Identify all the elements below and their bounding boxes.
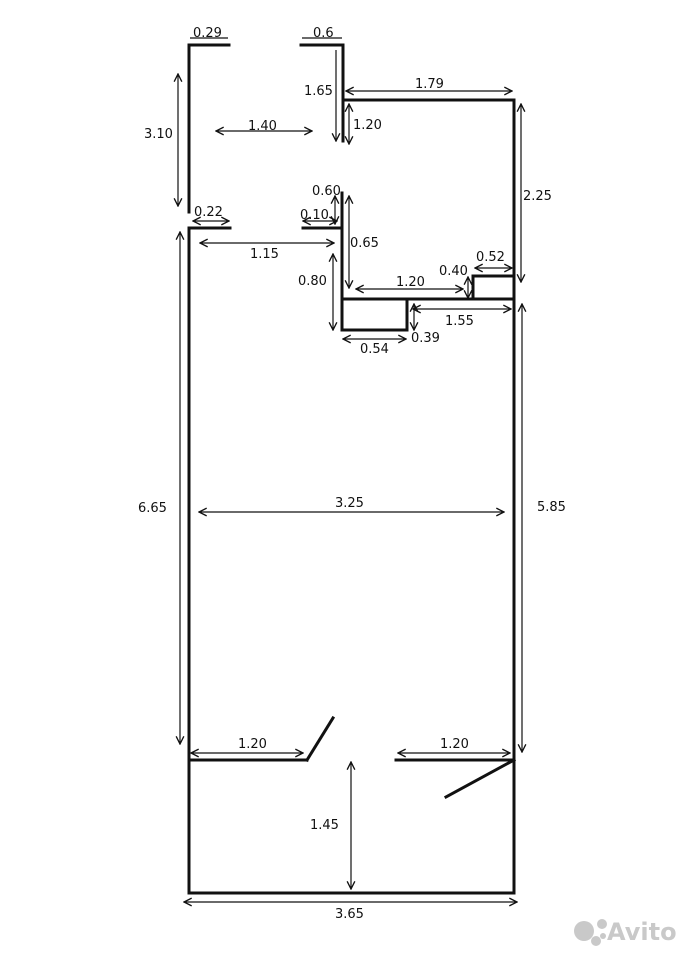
wall-box-054 — [340, 297, 409, 332]
label-325: 3.25 — [335, 496, 364, 511]
label-365: 3.65 — [335, 907, 364, 922]
label-080: 0.80 — [298, 274, 327, 289]
dimension-lines — [178, 37, 522, 902]
label-165: 1.65 — [304, 84, 333, 99]
label-140: 1.40 — [248, 119, 277, 134]
label-065: 0.65 — [350, 236, 379, 251]
door-leaf-right — [443, 757, 517, 800]
label-115: 1.15 — [250, 247, 279, 262]
label-155: 1.55 — [445, 314, 474, 329]
label-052: 0.52 — [476, 250, 505, 265]
label-225: 2.25 — [523, 189, 552, 204]
label-029: 0.29 — [193, 26, 222, 41]
avito-dots-icon — [574, 919, 607, 946]
label-039: 0.39 — [411, 331, 440, 346]
label-040: 0.40 — [439, 264, 468, 279]
label-060: 0.60 — [312, 184, 341, 199]
walls — [187, 43, 517, 895]
label-022: 0.22 — [194, 205, 223, 220]
label-06: 0.6 — [313, 26, 334, 41]
label-179: 1.79 — [415, 77, 444, 92]
label-585: 5.85 — [537, 500, 566, 515]
label-120-door-right: 1.20 — [440, 737, 469, 752]
label-120-door-left: 1.20 — [238, 737, 267, 752]
label-120-partition: 1.20 — [353, 118, 382, 133]
label-310: 3.10 — [144, 127, 173, 142]
label-145: 1.45 — [310, 818, 339, 833]
wall-niche-052 — [471, 274, 516, 301]
label-010: 0.10 — [300, 208, 329, 223]
watermark-text: Avito — [607, 918, 677, 946]
door-leaf-left — [304, 715, 336, 763]
label-120-niche: 1.20 — [396, 275, 425, 290]
label-665: 6.65 — [138, 501, 167, 516]
dimension-labels: 0.29 0.6 1.65 1.79 3.10 1.40 1.20 2.25 0… — [138, 26, 566, 922]
label-054: 0.54 — [360, 342, 389, 357]
watermark: Avito — [574, 918, 677, 946]
